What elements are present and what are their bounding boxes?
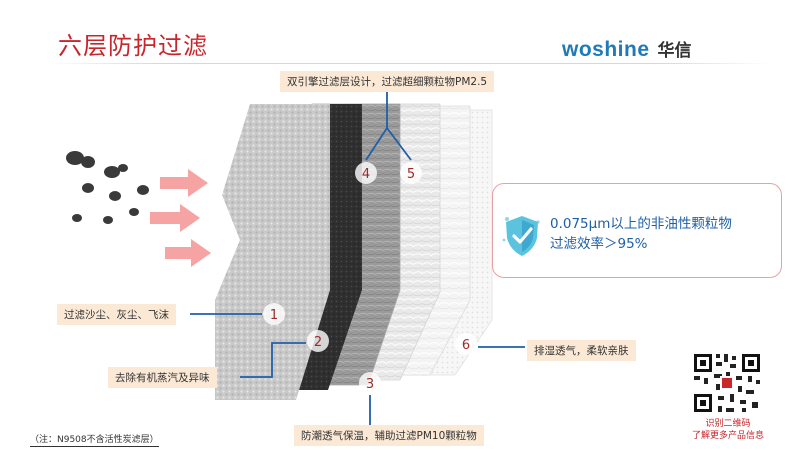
leader-line-2 bbox=[240, 342, 306, 378]
layer-number-5: 5 bbox=[407, 167, 415, 182]
footnote: （注：N9508不含活性炭滤层） bbox=[30, 432, 159, 447]
callout-layer-2: 去除有机蒸汽及异味 bbox=[108, 367, 217, 388]
airflow-arrows bbox=[150, 169, 211, 267]
callout-layer-1: 过滤沙尘、灰尘、飞沫 bbox=[57, 304, 176, 325]
airflow-arrow bbox=[160, 169, 208, 197]
qr-caption-line-2: 了解更多产品信息 bbox=[691, 431, 764, 441]
qr-caption-line-1: 识别二维码 bbox=[705, 419, 751, 429]
brand-logo: woshine 华信 bbox=[562, 36, 692, 62]
leader-lines bbox=[190, 92, 525, 425]
efficiency-info-text: 0.075μm以上的非油性颗粒物 过滤效率＞95% bbox=[550, 214, 732, 254]
callout-layer-3: 防潮透气保温，辅助过滤PM10颗粒物 bbox=[294, 425, 484, 446]
layer-number-2: 2 bbox=[314, 335, 322, 350]
layer-number-4: 4 bbox=[362, 167, 370, 182]
qr-caption: 识别二维码 了解更多产品信息 bbox=[676, 418, 780, 442]
airflow-arrow bbox=[150, 204, 200, 232]
efficiency-line-1: 0.075μm以上的非油性颗粒物 bbox=[550, 216, 732, 232]
efficiency-line-2: 过滤效率＞95% bbox=[550, 236, 648, 252]
shield-check-icon bbox=[502, 216, 540, 256]
header-divider bbox=[48, 63, 770, 64]
layer-number-1: 1 bbox=[270, 308, 278, 323]
filter-layer-1 bbox=[215, 104, 330, 400]
particle-cluster bbox=[66, 151, 149, 224]
brand-name-cn: 华信 bbox=[657, 41, 692, 61]
filter-layers bbox=[215, 103, 493, 400]
callout-layers-4-5: 双引擎过滤层设计，过滤超细颗粒物PM2.5 bbox=[280, 71, 495, 92]
airflow-arrow bbox=[165, 239, 211, 267]
qr-code bbox=[690, 350, 764, 416]
page-title: 六层防护过滤 bbox=[58, 32, 208, 60]
brand-name-latin: woshine bbox=[562, 38, 650, 61]
efficiency-info-box bbox=[492, 183, 782, 278]
leader-line-4-5 bbox=[365, 92, 412, 161]
layer-number-6: 6 bbox=[462, 338, 470, 353]
layer-markers: 1 2 3 4 5 6 bbox=[263, 162, 477, 394]
layer-number-3: 3 bbox=[366, 377, 374, 392]
callout-layer-6: 排湿透气，柔软亲肤 bbox=[527, 340, 636, 361]
